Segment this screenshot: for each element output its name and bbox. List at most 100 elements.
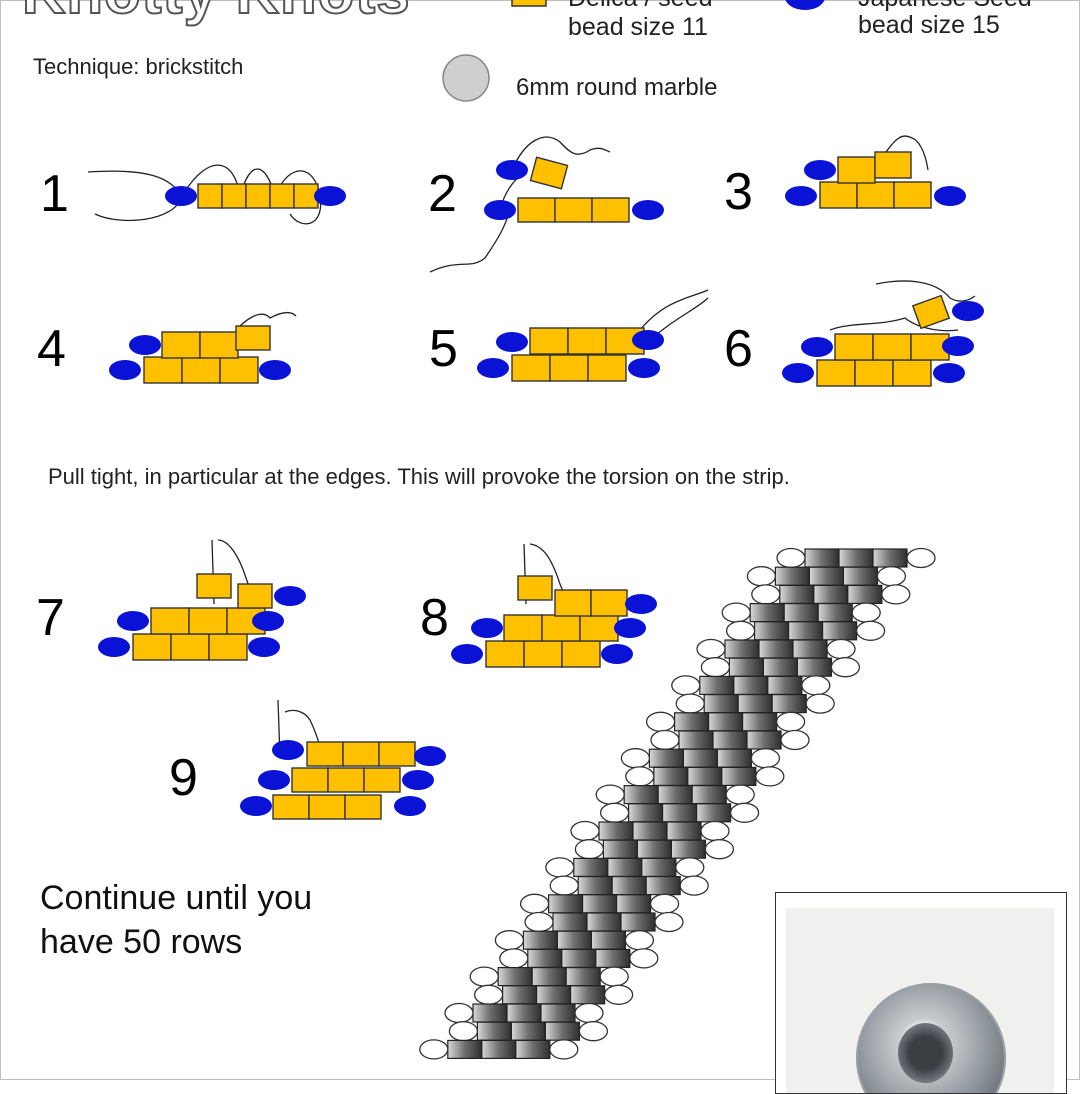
japanese-bead [314,186,346,206]
japanese-bead [601,644,633,664]
strip-edge-bead [545,857,575,878]
strip-edge-bead [624,930,655,951]
strip-edge-bead [746,566,777,587]
delica-bead [549,354,589,382]
strip-bead [636,839,673,859]
japanese-bead [451,644,483,664]
strip-bead [502,985,538,1005]
delica-bead [188,607,228,635]
strip-bead [661,803,698,823]
delica-bead [517,575,553,601]
delica-bead [591,197,630,223]
strip-bead [481,1039,517,1060]
step-number-9: 9 [169,749,198,807]
strip-bead [804,548,840,568]
strip-bead [476,1021,512,1041]
strip-edge-bead [721,602,751,623]
japanese-bead [117,611,149,631]
strip-bead [657,784,693,805]
strip-bead [510,1021,546,1041]
strip-bead [540,1003,576,1023]
japanese-bead [109,360,141,380]
delica-label-line1: Delica / seed [568,0,713,13]
strip-edge-bead [620,748,651,769]
strip-bead [611,875,647,896]
step-number-8: 8 [420,589,449,647]
japanese-bead [632,330,664,350]
strip-bead [838,548,874,568]
strip-bead [707,712,744,732]
japanese-bead [248,637,280,657]
strip-bead [645,875,681,896]
strip-bead [556,930,593,950]
strip-edge-bead [830,657,861,678]
delica-swatch [511,0,547,7]
strip-edge-bead [494,930,525,951]
strip-bead [821,621,858,641]
japanese-bead [628,358,660,378]
strip-bead [779,584,815,605]
pattern-title: Knotty Knots [21,0,411,27]
strip-edge-bead [700,820,730,842]
japanese-bead [614,618,646,638]
delica-bead [834,333,874,361]
japanese-bead [252,611,284,631]
strip-bead [598,821,634,841]
strip-bead [716,748,753,768]
delica-bead [237,583,273,609]
strip-bead [673,712,710,732]
strip-bead [813,584,849,605]
strip-bead [783,602,819,623]
japanese-bead [272,740,304,760]
strip-bead [691,784,727,805]
strip-bead [695,803,732,823]
strip-edge-bead [519,893,550,914]
strip-edge-bead [704,839,735,860]
delica-bead [363,767,401,793]
delica-bead [327,767,365,793]
strip-bead [653,766,689,787]
japanese-bead [496,332,528,352]
strip-edge-bead [696,638,726,660]
strip-bead [565,966,601,987]
strip-edge-bead [578,1021,609,1042]
strip-bead [847,584,883,605]
japanese-bead [933,363,965,383]
strip-edge-bead [855,620,886,641]
strip-edge-bead [780,729,810,751]
delica-bead [819,181,858,209]
delica-bead [529,327,569,355]
strip-edge-bead [650,729,680,751]
strip-bead [607,857,643,878]
strip-bead [641,857,677,878]
strip-edge-bead [629,948,659,969]
strip-edge-bead [775,711,806,732]
delica-bead [579,614,619,642]
delica-bead [199,331,239,359]
delica-bead [308,794,346,820]
strip-edge-bead [419,1039,449,1060]
japanese-bead [625,594,657,614]
strip-bead [682,748,719,768]
strip-bead [762,657,799,677]
strip-bead [687,766,723,787]
japanese-bead [129,335,161,355]
strip-edge-bead [751,584,781,605]
delica-bead [378,741,416,767]
delica-bead [132,633,172,661]
strip-bead [670,839,707,859]
strip-bead [527,948,563,969]
strip-bead [817,602,853,623]
strip-edge-bead [805,693,835,714]
delica-bead [854,359,894,387]
strip-bead [632,821,668,841]
delica-bead [221,183,247,209]
delica-bead [856,181,895,209]
strip-edge-bead [444,1002,474,1024]
delica-bead [291,767,329,793]
delica-bead [272,794,310,820]
delica-bead [541,614,581,642]
strip-bead [724,639,760,659]
strip-edge-bead [625,766,655,787]
japanese-bead [942,336,974,356]
